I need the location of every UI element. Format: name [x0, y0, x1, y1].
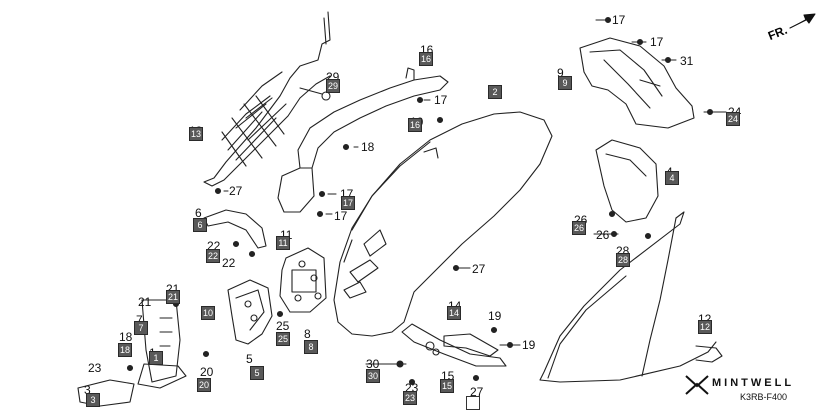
ref-box-29: 29 [326, 79, 340, 93]
callout-3: 3 [84, 383, 91, 397]
ref-box-12: 12 [698, 320, 712, 334]
side-cover [595, 139, 659, 223]
ref-box-22: 22 [206, 249, 220, 263]
callout-17: 17 [334, 209, 348, 223]
ref-box-15: 15 [440, 379, 454, 393]
callout-19: 19 [488, 309, 502, 323]
cover-6 [203, 209, 267, 249]
ref-box-14: 14 [447, 306, 461, 320]
callout-31: 31 [680, 54, 694, 68]
ref-box-13: 13 [189, 127, 203, 141]
callout-19: 19 [522, 338, 536, 352]
ref-box-24: 24 [726, 112, 740, 126]
ref-box-16: 16 [419, 52, 433, 66]
brand-name: MINTWELL [712, 377, 795, 389]
lamp-bracket [137, 299, 187, 389]
callout-22: 22 [222, 256, 236, 270]
taillight-housing [279, 247, 327, 313]
rear-carrier [203, 11, 331, 187]
callout-26: 26 [596, 228, 610, 242]
side-rail [277, 67, 449, 213]
ref-box-10: 10 [201, 306, 215, 320]
ref-box-27 [466, 396, 480, 410]
callout-27: 27 [229, 184, 243, 198]
ref-box-26: 26 [572, 221, 586, 235]
ref-box-5: 5 [250, 366, 264, 380]
ref-box-25: 25 [276, 332, 290, 346]
ref-box-16: 16 [408, 118, 422, 132]
mintwell-logo-icon [685, 375, 709, 395]
ref-box-6: 6 [193, 218, 207, 232]
ref-box-3: 3 [86, 393, 100, 407]
ref-box-7: 7 [134, 321, 148, 335]
license-bracket [227, 279, 273, 345]
callout-18: 18 [361, 140, 375, 154]
callout-8: 8 [304, 327, 311, 341]
front-arrow-icon [789, 13, 816, 29]
ref-box-21: 21 [166, 290, 180, 304]
ref-box-23: 23 [403, 391, 417, 405]
ref-box-28: 28 [616, 253, 630, 267]
reflector-3 [77, 379, 135, 407]
ref-box-9: 9 [558, 76, 572, 90]
callout-18: 18 [119, 330, 133, 344]
callout-27: 27 [470, 385, 484, 399]
callout-27: 27 [472, 262, 486, 276]
callout-20: 20 [200, 365, 214, 379]
callout-7: 7 [136, 313, 143, 327]
lower-frame [539, 211, 723, 383]
ref-box-4: 4 [665, 171, 679, 185]
callout-17: 17 [434, 93, 448, 107]
rear-fender [333, 111, 553, 337]
callout-5: 5 [246, 352, 253, 366]
upper-bracket [579, 37, 695, 129]
ref-box-17: 17 [341, 196, 355, 210]
callout-25: 25 [276, 319, 290, 333]
callout-30: 30 [366, 357, 380, 371]
callout-6: 6 [195, 206, 202, 220]
ref-box-30: 30 [366, 369, 380, 383]
ref-box-8: 8 [304, 340, 318, 354]
ref-box-20: 20 [197, 378, 211, 392]
ref-box-18: 18 [118, 343, 132, 357]
ref-box-2: 2 [488, 85, 502, 99]
fender-stay [401, 323, 507, 367]
diagram-code: K3RB-F400 [740, 392, 788, 402]
callout-9: 9 [557, 66, 564, 80]
ref-box-1: 1 [149, 351, 163, 365]
callout-21: 21 [138, 295, 152, 309]
ref-box-11: 11 [276, 236, 290, 250]
callout-17: 17 [612, 13, 626, 27]
callout-23: 23 [88, 361, 102, 375]
callout-17: 17 [650, 35, 664, 49]
